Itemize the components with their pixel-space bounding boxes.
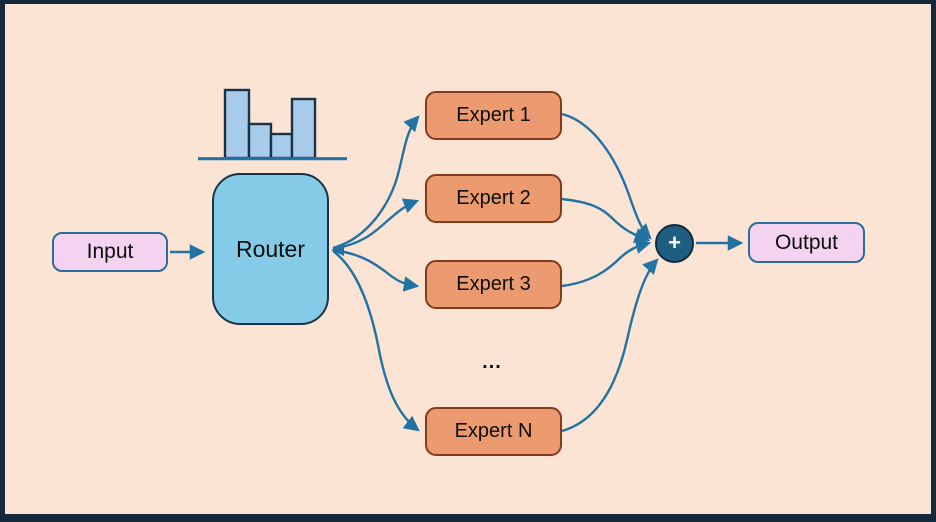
input-label: Input — [86, 240, 134, 263]
expert-2-node: Expert 2 — [425, 174, 562, 223]
expert-1-node: Expert 1 — [425, 91, 562, 140]
sum-node: + — [655, 224, 694, 263]
router-label: Router — [235, 235, 306, 262]
output-node: Output — [748, 222, 865, 263]
expert-3-label: Expert 3 — [456, 273, 531, 295]
expert-2-label: Expert 2 — [456, 187, 531, 209]
expert-1-label: Expert 1 — [456, 104, 531, 126]
expert-n-label: Expert N — [454, 420, 533, 442]
expert-3-node: Expert 3 — [425, 260, 562, 309]
input-node: Input — [52, 232, 168, 272]
output-label: Output — [774, 230, 839, 254]
plus-icon: + — [668, 229, 681, 255]
expert-n-node: Expert N — [425, 407, 562, 456]
experts-ellipsis: ... — [482, 350, 502, 373]
router-node: Router — [212, 173, 329, 325]
